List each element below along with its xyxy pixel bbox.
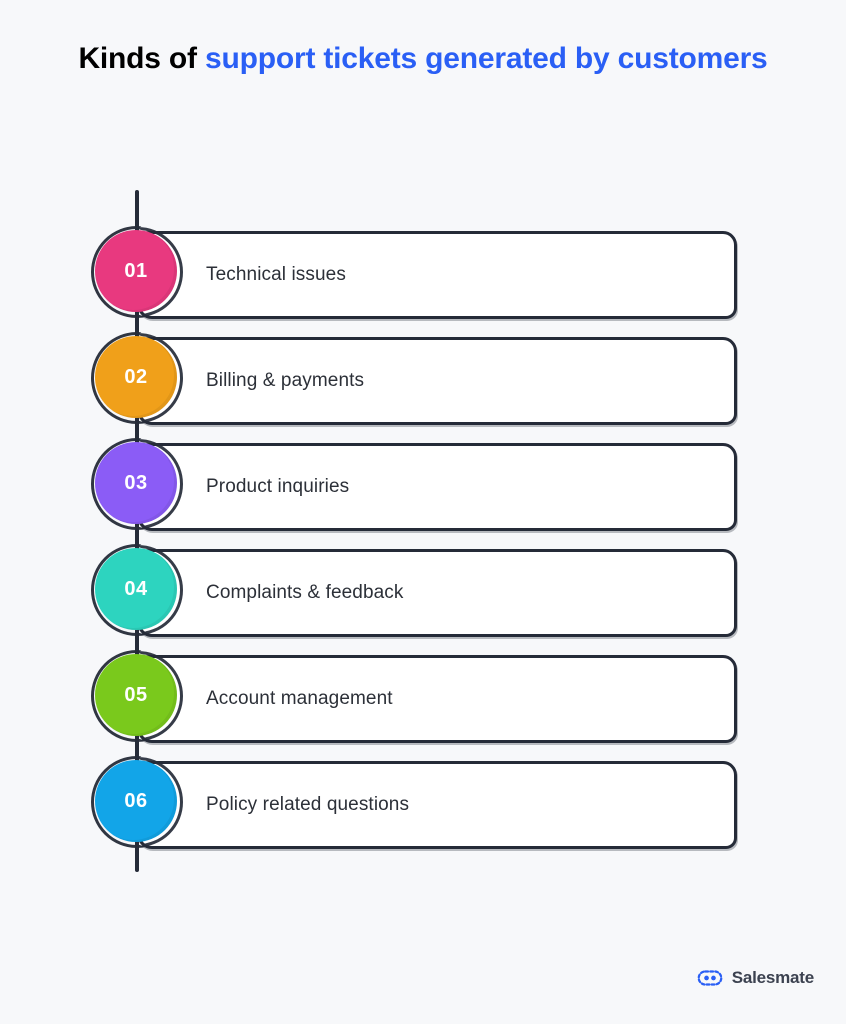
list-item: Account management 05 xyxy=(0,654,846,761)
item-label: Product inquiries xyxy=(206,476,350,497)
item-label: Account management xyxy=(206,688,393,709)
page-title-accent: support tickets generated by customers xyxy=(204,42,768,75)
page-title-plain: Kinds of xyxy=(78,42,205,75)
salesmate-wordmark: Salesmate xyxy=(731,968,815,987)
item-number-badge: 01 xyxy=(95,230,177,312)
item-number: 03 xyxy=(124,471,148,494)
item-card: Technical issues xyxy=(137,231,737,319)
list-item: Technical issues 01 xyxy=(0,230,846,337)
item-card: Product inquiries xyxy=(137,443,737,531)
item-label: Complaints & feedback xyxy=(206,582,404,603)
salesmate-mark-icon xyxy=(697,970,723,986)
item-label: Policy related questions xyxy=(206,794,410,815)
item-number-badge: 02 xyxy=(95,336,177,418)
item-number: 01 xyxy=(124,259,148,282)
item-label: Technical issues xyxy=(206,264,346,285)
item-card: Billing & payments xyxy=(137,337,737,425)
item-card: Policy related questions xyxy=(137,761,737,849)
list-item: Billing & payments 02 xyxy=(0,336,846,443)
item-number: 06 xyxy=(124,789,148,812)
salesmate-logo: Salesmate xyxy=(697,968,814,988)
item-number: 05 xyxy=(124,683,148,706)
list-item: Complaints & feedback 04 xyxy=(0,548,846,655)
item-number-badge: 05 xyxy=(95,654,177,736)
item-card: Complaints & feedback xyxy=(137,549,737,637)
item-number-badge: 04 xyxy=(95,548,177,630)
item-number: 02 xyxy=(124,365,148,388)
item-number-badge: 03 xyxy=(95,442,177,524)
item-number-badge: 06 xyxy=(95,760,177,842)
page-title: Kinds of support tickets generated by cu… xyxy=(60,36,786,81)
list-item: Policy related questions 06 xyxy=(0,760,846,867)
timeline-items-list: Technical issues 01 Billing & payments 0… xyxy=(0,230,846,867)
list-item: Product inquiries 03 xyxy=(0,442,846,549)
item-label: Billing & payments xyxy=(206,370,365,391)
item-number: 04 xyxy=(124,577,148,600)
item-card: Account management xyxy=(137,655,737,743)
